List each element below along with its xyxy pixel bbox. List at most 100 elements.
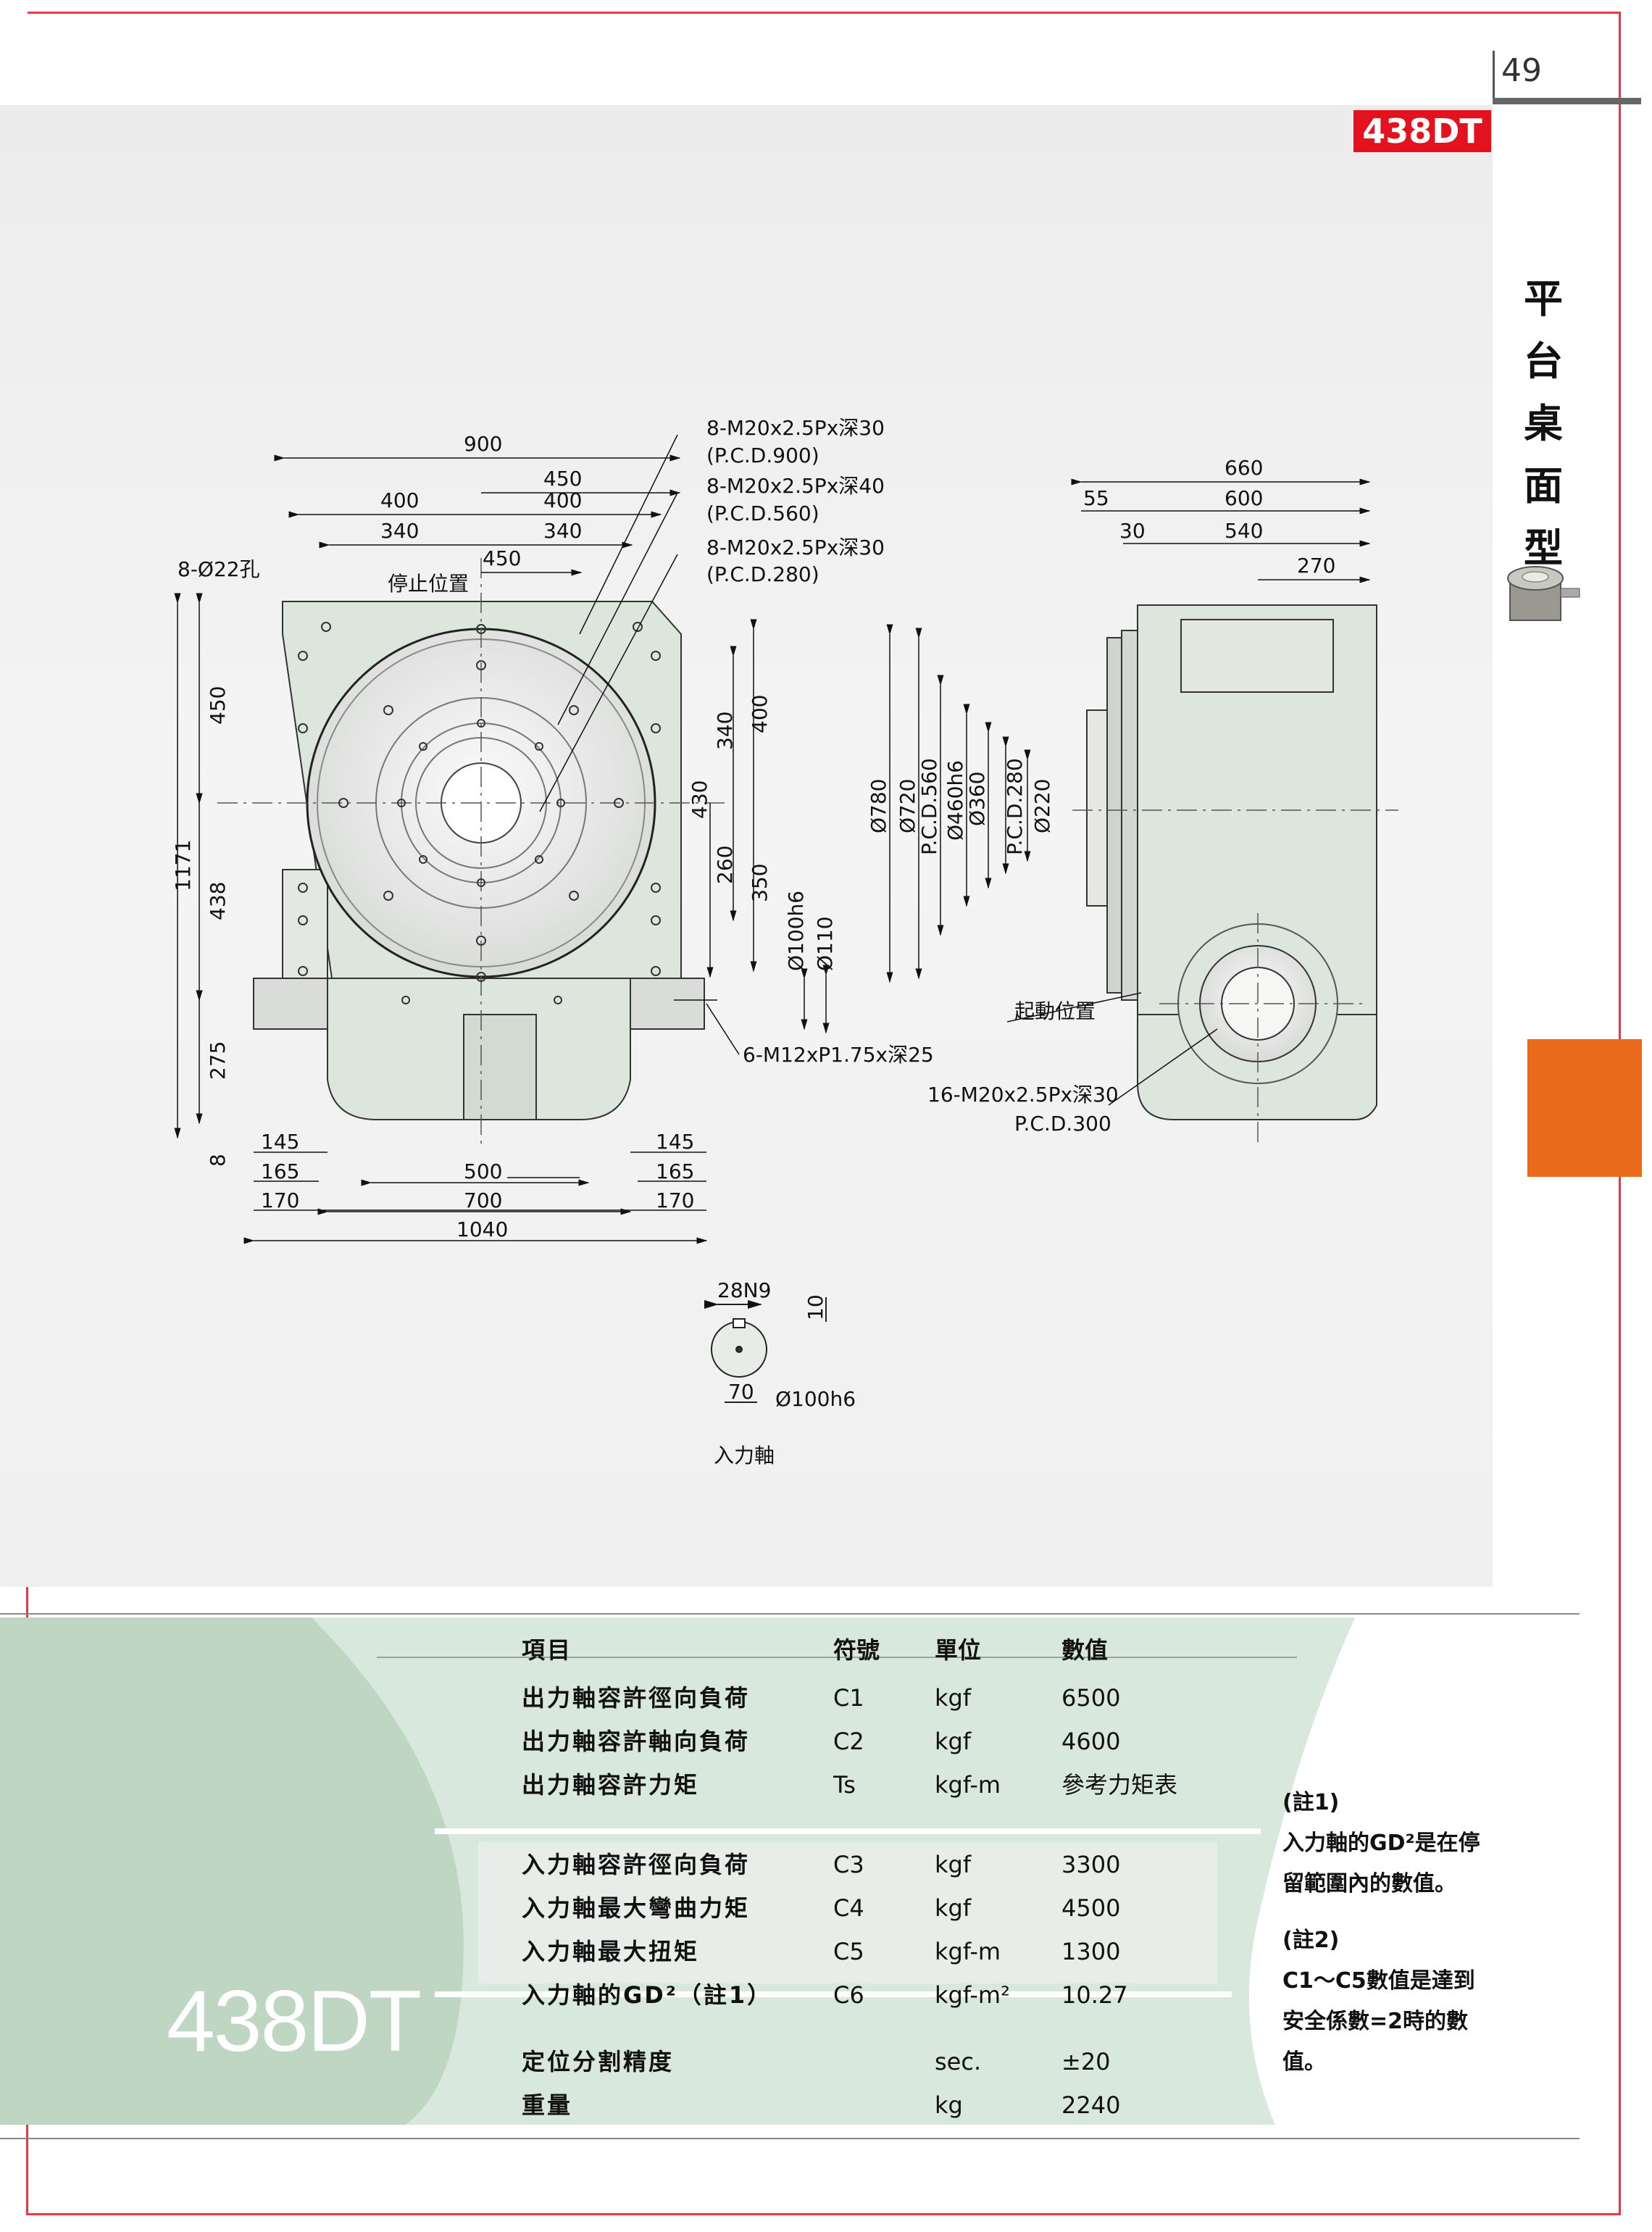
dim-bottom-1040: 1040: [456, 1217, 508, 1241]
dim-left-1171: 1171: [171, 840, 195, 891]
spec-item: 入力軸最大彎曲力矩: [522, 1894, 751, 1922]
dim-front-400l: 400: [380, 488, 419, 512]
spec-unit: kgf-m: [935, 1938, 1001, 1965]
category-label: 平 台 桌 面 型: [1520, 268, 1567, 580]
dim-shaft-dia: Ø100h6: [784, 891, 808, 971]
header-item: 項目: [522, 1636, 573, 1664]
dim-front-width: 900: [464, 432, 502, 456]
indexer-thumbnail-icon: [1507, 566, 1580, 621]
spec-item: 出力軸容許軸向負荷: [522, 1728, 751, 1755]
page-number: 49: [1501, 52, 1542, 89]
spec-value: 4500: [1061, 1894, 1121, 1922]
spec-item: 重量: [522, 2091, 573, 2119]
spec-symbol: C5: [833, 1938, 864, 1965]
dim-right-430: 430: [688, 780, 712, 819]
note-line: 值。: [1282, 2049, 1326, 2075]
callout-side-thread: 16-M20x2.5Px深30: [927, 1083, 1119, 1107]
spec-unit: sec.: [935, 2048, 982, 2075]
dim-right-400: 400: [748, 695, 772, 733]
dim-left-8: 8: [206, 1154, 230, 1167]
spec-item: 入力軸最大扭矩: [522, 1938, 700, 1965]
note-line: (註1): [1282, 1790, 1340, 1815]
dim-front-half: 450: [543, 467, 582, 491]
spec-band-background: [0, 1617, 1580, 2125]
spec-item: 入力軸的GD²（註1）: [522, 1981, 773, 2009]
shaft-key-depth: 10: [804, 1294, 827, 1320]
shaft-key: 28N9: [717, 1278, 771, 1302]
spec-unit: kgf: [935, 1894, 972, 1922]
category-char: 平: [1524, 276, 1563, 322]
spec-symbol: C2: [833, 1728, 864, 1755]
callout-stop-position: 停止位置: [388, 572, 469, 596]
dim-left-450: 450: [206, 686, 230, 725]
dim-front-340l: 340: [380, 519, 419, 543]
dim-side-55: 55: [1083, 486, 1109, 510]
dim-left-438: 438: [206, 882, 230, 920]
spec-unit: kgf: [935, 1851, 972, 1878]
hole-spec-3: 8-M20x2.5Px深30: [706, 536, 885, 559]
hole-pcd-1: (P.C.D.900): [706, 444, 819, 467]
page-rule-horizontal: [1493, 98, 1641, 104]
note-line: 入力軸的GD²是在停: [1282, 1831, 1480, 1856]
spec-unit: kgf-m: [935, 1771, 1001, 1799]
front-bolt-holes: [298, 622, 661, 1004]
header-value: 數值: [1061, 1636, 1109, 1664]
category-char: 型: [1524, 525, 1563, 571]
dim-bottom-500: 500: [464, 1159, 502, 1183]
category-char: 面: [1524, 463, 1563, 509]
spec-item: 出力軸容許徑向負荷: [522, 1684, 751, 1712]
category-char: 桌: [1524, 401, 1563, 446]
section-tab: [1527, 1039, 1642, 1177]
spec-value: 1300: [1061, 1938, 1121, 1965]
model-badge: 438DT: [1353, 110, 1491, 152]
dim-front-450b: 450: [483, 546, 521, 570]
spec-symbol: C3: [833, 1851, 864, 1878]
side-center-lines: [1072, 809, 1398, 1145]
spec-item: 入力軸容許徑向負荷: [522, 1851, 751, 1878]
hole-pcd-2: (P.C.D.560): [706, 501, 819, 525]
dim-bottom-170r: 170: [656, 1188, 694, 1212]
dim-bottom-145l: 145: [261, 1130, 299, 1154]
dim-side-460: Ø460h6: [943, 760, 967, 841]
dim-side-780: Ø780: [867, 779, 890, 833]
dim-bottom-145r: 145: [656, 1130, 694, 1154]
technical-drawing: 900 450 400 400 340 340 450 8-Ø22孔 停止位置 …: [171, 416, 1398, 1467]
dim-side-30: 30: [1119, 519, 1146, 543]
hole-spec-1: 8-M20x2.5Px深30: [706, 416, 885, 440]
dim-side-540: 540: [1225, 519, 1263, 543]
dim-left-275: 275: [206, 1041, 230, 1080]
callout-mount-holes: 8-Ø22孔: [178, 557, 260, 581]
spec-symbol: Ts: [833, 1771, 856, 1799]
spec-unit: kgf: [935, 1684, 972, 1712]
dim-side-360: Ø360: [965, 772, 989, 826]
spec-value: 6500: [1061, 1684, 1121, 1712]
notes: (註1) 入力軸的GD²是在停 留範圍內的數值。 (註2) C1～C5數值是達到…: [1282, 1783, 1514, 2083]
header-unit: 單位: [935, 1636, 982, 1664]
spec-value: 2240: [1061, 2091, 1121, 2119]
dim-side-720: Ø720: [896, 779, 919, 833]
shaft-length: 70: [728, 1380, 754, 1404]
dim-side-pcd560: P.C.D.560: [917, 758, 941, 855]
spec-value: ±20: [1061, 2048, 1111, 2075]
category-char: 台: [1524, 338, 1563, 384]
spec-value: 3300: [1061, 1851, 1121, 1878]
dim-bottom-700: 700: [464, 1188, 502, 1212]
dim-side-220: Ø220: [1030, 779, 1054, 833]
note-line: 留範圍內的數值。: [1282, 1871, 1456, 1896]
band-top-rule: [0, 1613, 1580, 1615]
spec-value: 10.27: [1061, 1981, 1128, 2009]
dim-front-400r: 400: [543, 488, 582, 512]
front-dim-lines: [174, 434, 830, 1244]
callout-start-position: 起動位置: [1014, 999, 1096, 1023]
callout-side-pcd: P.C.D.300: [1014, 1112, 1111, 1136]
spec-unit: kg: [935, 2091, 963, 2119]
frame-top: [28, 12, 1620, 14]
note-line: C1～C5數值是達到: [1282, 1968, 1475, 1994]
header-symbol: 符號: [833, 1636, 880, 1664]
dim-right-340: 340: [713, 712, 737, 750]
side-view: [1086, 604, 1377, 1120]
spec-value: 參考力矩表: [1061, 1771, 1178, 1799]
dim-side-pcd280: P.C.D.280: [1003, 758, 1027, 855]
spec-value: 4600: [1061, 1728, 1121, 1755]
spec-item: 定位分割精度: [522, 2048, 675, 2075]
